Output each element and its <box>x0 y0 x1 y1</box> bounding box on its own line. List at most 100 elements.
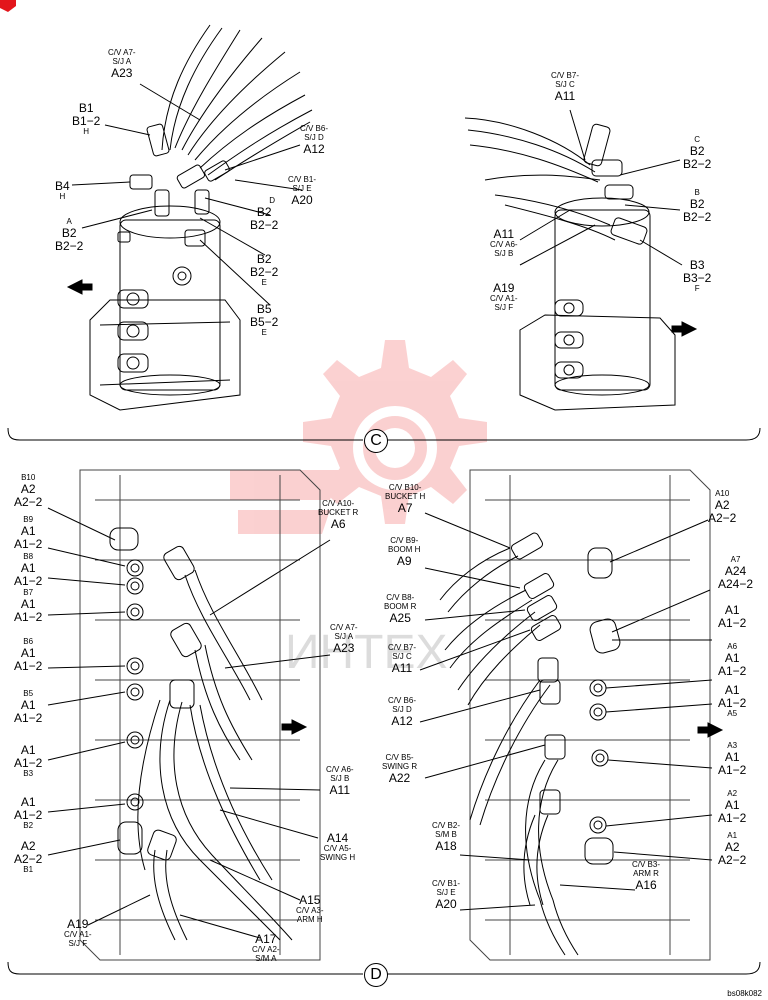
figure-reference: bs08k082 <box>727 989 762 998</box>
callout-line: B2 <box>256 252 272 266</box>
callout-line: B <box>694 188 700 197</box>
direction-arrow-icon <box>281 719 308 735</box>
callout-line: B9 <box>23 515 34 524</box>
callout-line: S/J A <box>112 56 132 66</box>
callout-line: A1−2 <box>718 663 747 678</box>
callout-line: ARM H <box>296 914 323 924</box>
callout-line: A1 <box>20 560 36 575</box>
callout-line: S/J D <box>392 704 412 714</box>
callout-c-b4: B4 H <box>55 179 70 202</box>
callout-code: A23 <box>333 640 355 655</box>
callout-line: H <box>83 127 90 137</box>
callout-r-a9: C/V B9- BOOM H A9 <box>388 536 420 568</box>
callout-code: A14 <box>326 831 349 845</box>
callout-line: B3 <box>689 258 705 272</box>
callout-d-b10: B10 A2 A2−2 <box>14 473 42 509</box>
callout-line: A3 <box>727 741 738 750</box>
callout-line: B7 <box>23 588 34 597</box>
callout-line: B5−2 <box>250 315 279 330</box>
callout-line: A1 <box>724 797 740 812</box>
callout-code: A11 <box>554 88 576 103</box>
callout-line: BUCKET R <box>318 507 359 517</box>
corner-stamp <box>0 0 16 12</box>
direction-arrow-icon <box>697 722 724 738</box>
callout-code: A9 <box>396 553 412 568</box>
callout-line: A1 <box>724 650 740 665</box>
callout-line: C/V A7- <box>108 48 136 57</box>
callout-line: A1 <box>20 697 36 712</box>
callout-line: B5 <box>23 689 34 698</box>
control-valve-right <box>469 469 711 961</box>
callout-code: A11 <box>329 782 351 797</box>
callout-d-a6: C/V A10- BUCKET R A6 <box>318 499 359 531</box>
callout-line: S/M A <box>255 953 277 963</box>
leader-lines-d-left <box>47 507 331 939</box>
callout-r-a20: C/V B1- S/J E A20 <box>432 879 460 911</box>
callout-c-b1: B1 B1−2 H <box>72 101 101 137</box>
callout-line: B2−2 <box>250 217 279 232</box>
callout-d-a23: C/V A7- S/J A A23 <box>330 623 358 655</box>
callout-r-a25: C/V B8- BOOM R A25 <box>384 593 417 625</box>
callout-line: C/V A10- <box>322 499 355 508</box>
callout-d-b2: A1 A1−2 B2 <box>14 795 43 831</box>
callout-line: S/J E <box>292 183 312 193</box>
callout-line: SWING R <box>382 761 418 771</box>
callout-line: SWING H <box>320 852 356 862</box>
callout-c-b-b2: B B2 B2−2 <box>683 188 712 224</box>
valve-ports-right <box>439 532 621 956</box>
callout-line: A24−2 <box>718 576 754 591</box>
section-divider-d <box>7 961 761 975</box>
callout-line: A1 <box>20 645 36 660</box>
callout-r-a11: C/V B7- S/J C A11 <box>388 643 416 675</box>
callout-c-a11-left: A11 C/V A6- S/J B <box>490 227 518 259</box>
swivel-joint-left <box>89 24 313 411</box>
callout-line: S/J B <box>494 248 514 258</box>
callout-d-b9: B9 A1 A1−2 <box>14 515 43 551</box>
callout-line: A1−2 <box>14 710 43 725</box>
callout-line: S/J B <box>330 773 350 783</box>
callout-line: C <box>694 135 701 144</box>
callout-line: E <box>261 328 267 338</box>
callout-line: B2−2 <box>683 209 712 224</box>
section-divider-c <box>7 427 761 441</box>
callout-c-a19: A19 C/V A1- S/J F <box>490 281 518 313</box>
callout-line: A5 <box>727 709 738 719</box>
callout-d-a14: A14 C/V A5- SWING H <box>320 831 356 863</box>
callout-code: A17 <box>255 932 277 946</box>
callout-code: A12 <box>391 713 413 728</box>
callout-r-a7: C/V B10- BUCKET H A7 <box>385 483 425 515</box>
callout-d-b1: A2 A2−2 B1 <box>14 839 42 875</box>
callout-line: A1−2 <box>14 808 43 823</box>
callout-line: B10 <box>21 473 36 482</box>
callout-d-a15: A15 C/V A3- ARM H <box>296 893 324 925</box>
callout-line: A1−2 <box>14 658 43 673</box>
callout-line: S/J E <box>436 887 456 897</box>
callout-d-a11: C/V A6- S/J B A11 <box>326 765 354 797</box>
callout-r-a12: C/V B6- S/J D A12 <box>388 696 416 728</box>
callout-line: A1 <box>20 743 36 757</box>
callout-r-a24: A7 A24 A24−2 <box>718 555 754 591</box>
callout-line: B1−2 <box>72 114 101 129</box>
watermark-text: ИНТЕХ <box>285 626 448 679</box>
callout-line: A1 <box>20 596 36 611</box>
callout-line: A1 <box>724 683 740 697</box>
callout-line: C/V B8- <box>386 593 415 602</box>
callout-line: A <box>66 217 72 226</box>
callout-line: A1−2 <box>14 573 43 588</box>
section-marker-c: C <box>364 429 388 453</box>
callout-code: A22 <box>388 770 411 785</box>
callout-r-a6: A6 A1 A1−2 <box>718 642 747 678</box>
callout-line: A1−2 <box>14 756 43 771</box>
callout-code: A11 <box>493 227 515 241</box>
direction-arrow-icon <box>671 321 698 337</box>
callout-line: A2−2 <box>718 852 747 867</box>
callout-c-a20: C/V B1- S/J E A20 <box>288 175 316 207</box>
callout-line: BOOM R <box>384 601 417 611</box>
callout-c-a23: C/V A7- S/J A A23 <box>108 48 136 80</box>
callout-code: A7 <box>397 500 413 515</box>
callout-line: A1−2 <box>14 536 43 551</box>
callout-line: A2 <box>20 481 36 496</box>
callout-r-a10: A10 A2 A2−2 <box>708 489 736 525</box>
callout-line: A7 <box>730 555 741 564</box>
callout-line: A1−2 <box>14 609 43 624</box>
